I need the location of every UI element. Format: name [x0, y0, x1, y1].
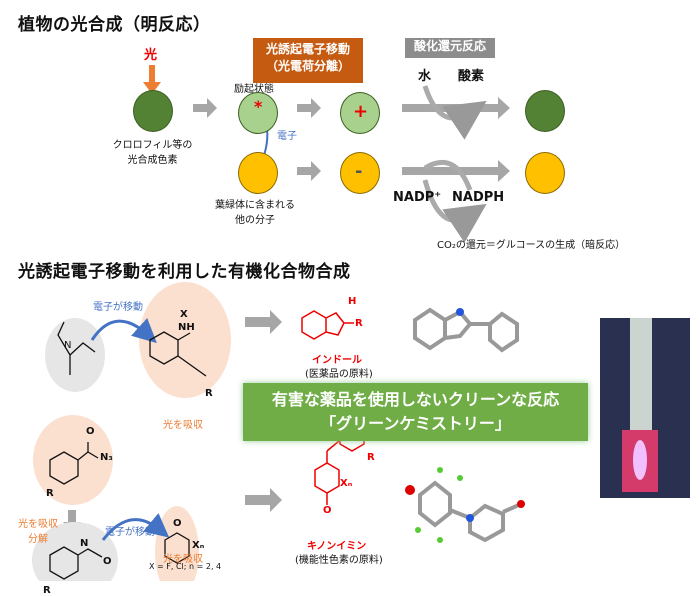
absorb-label-2: 光を吸収: [163, 554, 203, 565]
alkyne-bg: [139, 282, 231, 398]
water-label: 水: [418, 69, 432, 84]
indole-3d-model: [413, 307, 519, 353]
light-arrow-icon: [143, 65, 161, 94]
atom-n-iso: N: [80, 538, 89, 549]
pet-box: 光誘起電子移動 （光電荷分離）: [253, 38, 363, 83]
regenerated-pigment-circle: [525, 90, 565, 132]
light-label: 光: [144, 48, 158, 63]
green-chemistry-banner: 有害な薬品を使用しないクリーンな反応「グリーンケミストリー」: [243, 383, 588, 441]
nadph-label: NADPH: [452, 190, 505, 205]
atom-r-1: R: [205, 388, 213, 399]
quinone-imine-3d-model: [405, 467, 525, 543]
atom-o-1: O: [86, 426, 95, 437]
indole-use: (医薬品の原料): [305, 369, 373, 380]
pigment-label: クロロフィル等の光合成色素: [105, 136, 200, 166]
banner-line2: 「グリーンケミストリー」: [320, 414, 511, 433]
regenerated-acceptor-circle: [525, 152, 565, 194]
cation-circle: +: [340, 92, 380, 134]
quinone-name: キノンイミン: [307, 541, 367, 552]
quinone-use: (機能性色素の原料): [295, 555, 383, 566]
indole-h: H: [348, 296, 357, 307]
absorb-decompose-line2: 分解: [28, 534, 48, 545]
reactant-structures: [49, 321, 207, 580]
atom-nh: NH: [178, 322, 195, 333]
electron-label: 電子: [277, 131, 297, 142]
excited-circle: *: [238, 92, 278, 134]
nadp-label: NADP⁺: [393, 190, 442, 205]
atom-xn-1: Xₙ: [192, 540, 205, 551]
other-molecule-label: 葉緑体に含まれる他の分子: [205, 196, 305, 226]
quinone-xn: Xₙ: [340, 478, 353, 489]
substituent-note: X = F, Cl; n = 2, 4: [149, 562, 222, 571]
pet-box-line2: （光電荷分離）: [265, 59, 350, 73]
electron-transfer-arrow-1: [90, 318, 157, 344]
atom-o-iso: O: [103, 556, 112, 567]
anion-circle: -: [340, 152, 380, 194]
pet-box-line1: 光誘起電子移動: [265, 42, 350, 56]
reaction-photo: [600, 318, 690, 498]
atom-n3: N₃: [100, 452, 113, 463]
banner-line1: 有害な薬品を使用しないクリーンな反応: [271, 390, 560, 409]
amine-n: N: [64, 340, 72, 351]
indole-name: インドール: [312, 355, 362, 366]
other-molecule-line1: 葉緑体に含まれる: [215, 200, 295, 211]
pigment-label-line1: クロロフィル等の: [112, 140, 193, 151]
diagram-graphics: [32, 65, 690, 581]
plus-sign: +: [353, 101, 369, 122]
atom-x: X: [180, 309, 188, 320]
co2-note: CO₂の還元＝グルコースの生成（暗反応）: [437, 240, 626, 251]
isocyanate-bg: [32, 522, 118, 581]
excited-label: 励起状態: [234, 84, 274, 95]
absorb-decompose-label: 光を吸収分解: [18, 515, 58, 545]
atom-r-3: R: [43, 585, 51, 596]
minus-sign: -: [355, 161, 363, 182]
atom-o-q1: O: [173, 518, 182, 529]
quinone-o: O: [323, 505, 332, 516]
absorb-decompose-line1: 光を吸収: [18, 519, 58, 530]
quinone-r: R: [367, 452, 375, 463]
section1-title: 植物の光合成（明反応）: [18, 15, 211, 35]
pigment-label-line2: 光合成色素: [127, 155, 178, 166]
amine-bg: [45, 318, 105, 392]
redox-cycle-arrows: [422, 85, 487, 243]
acceptor-circle: [238, 152, 278, 194]
section2-title: 光誘起電子移動を利用した有機化合物合成: [18, 262, 351, 282]
other-molecule-line2: 他の分子: [235, 215, 275, 226]
absorb-label-1: 光を吸収: [163, 420, 203, 431]
azide-bg: [33, 415, 113, 505]
indole-r: R: [355, 318, 363, 329]
atom-r-2: R: [46, 488, 54, 499]
excited-star: *: [254, 97, 263, 116]
electron-transfer-label-2: 電子が移動: [105, 527, 155, 538]
pigment-circle: [133, 90, 173, 132]
electron-transfer-label-1: 電子が移動: [93, 302, 143, 313]
redox-box: 酸化還元反応: [405, 38, 495, 58]
oxygen-label: 酸素: [458, 69, 485, 84]
electron-transfer-arrow-2: [101, 513, 170, 541]
